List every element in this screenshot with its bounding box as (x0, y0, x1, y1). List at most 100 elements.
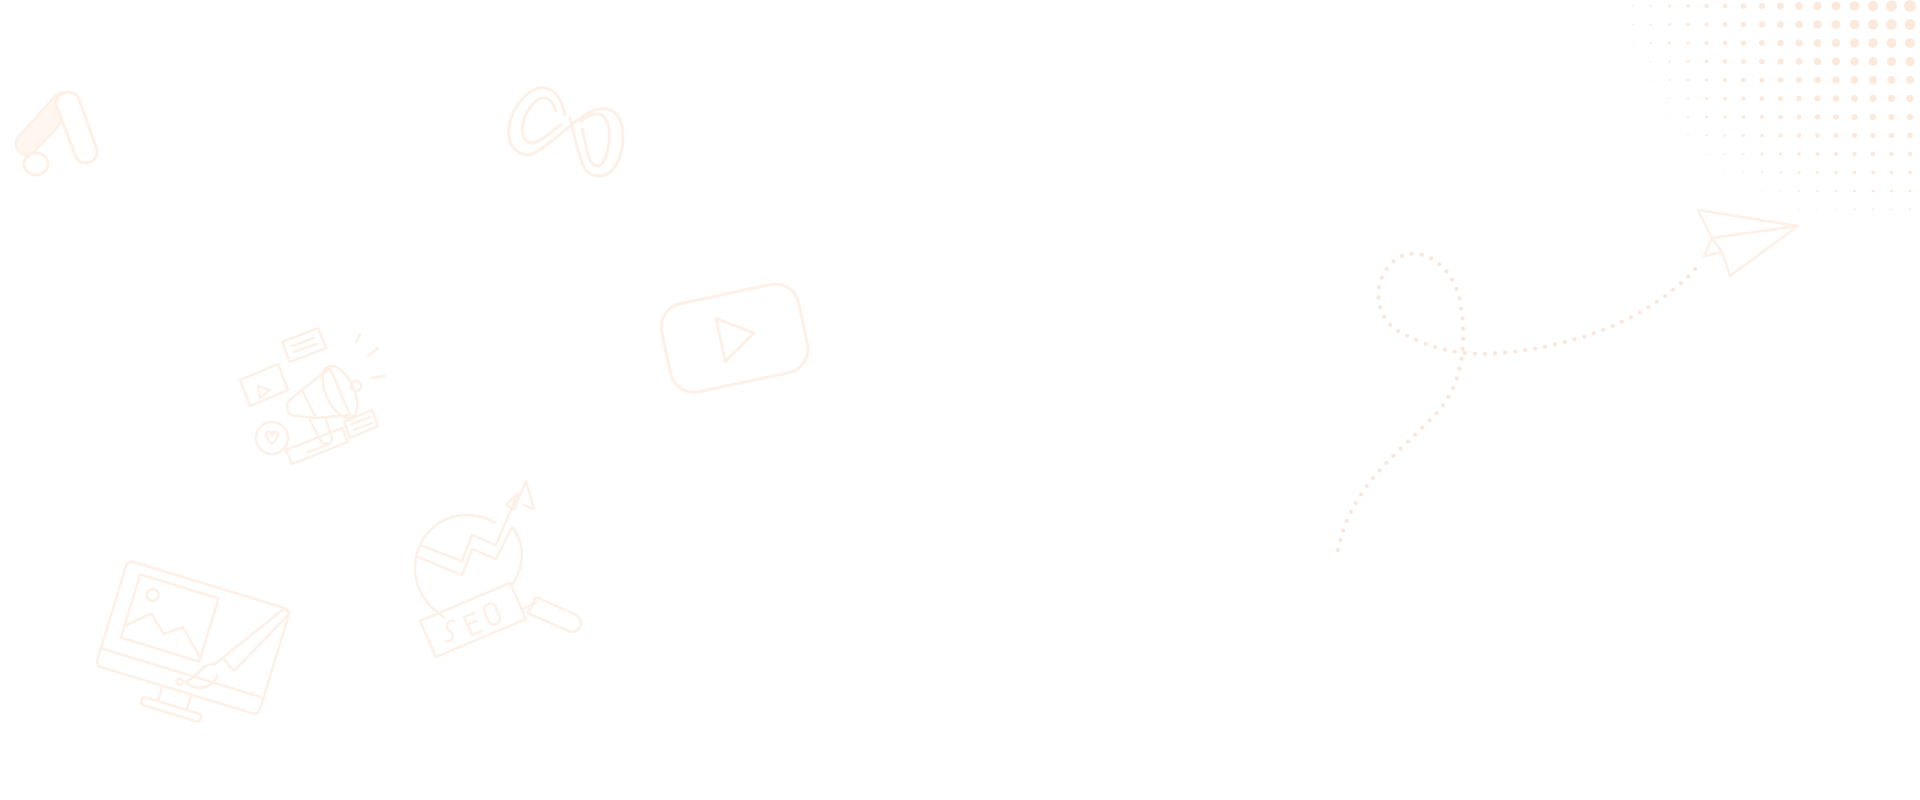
halftone-dot (1870, 151, 1876, 157)
halftone-dot (1668, 116, 1671, 118)
halftone-dot (1887, 75, 1896, 85)
seo-growth-icon (400, 485, 620, 695)
halftone-dot (1777, 21, 1784, 28)
halftone-dot (1724, 171, 1726, 174)
halftone-dot (1813, 20, 1822, 29)
halftone-dot (1795, 76, 1803, 84)
halftone-dot (1853, 208, 1856, 211)
halftone-dot (1777, 2, 1784, 10)
halftone-dot (1740, 21, 1747, 28)
halftone-dot (1852, 170, 1857, 175)
halftone-dot (1740, 58, 1747, 65)
halftone-dot (1759, 77, 1765, 83)
halftone-dot (1740, 40, 1747, 46)
halftone-dot (1742, 152, 1745, 156)
halftone-dot (1742, 171, 1745, 174)
halftone-dot (1668, 23, 1671, 26)
halftone-dot (1741, 96, 1746, 101)
halftone-dot (1851, 132, 1858, 139)
halftone-dot (1741, 77, 1746, 83)
halftone-dot (1908, 170, 1912, 175)
halftone-dot (1908, 208, 1912, 211)
halftone-dot (1705, 134, 1708, 137)
halftone-dot (1816, 189, 1819, 193)
halftone-dot (1853, 189, 1856, 193)
halftone-dot (1758, 21, 1766, 28)
halftone-dot (1904, 0, 1916, 12)
halftone-dot (1904, 37, 1916, 49)
halftone-dot (1832, 76, 1840, 84)
meta-infinity-icon (500, 70, 650, 190)
halftone-dot (1668, 41, 1671, 45)
dotted-flight-trail (1320, 200, 1800, 560)
halftone-dot (1649, 4, 1653, 8)
halftone-dot (1871, 170, 1875, 175)
halftone-dot (1834, 170, 1838, 175)
halftone-dot (1851, 95, 1858, 102)
halftone-dot (1779, 171, 1782, 174)
halftone-dot (1814, 114, 1821, 120)
halftone-dot (1814, 76, 1821, 84)
halftone-dot (1741, 115, 1746, 119)
halftone-dot (1723, 134, 1727, 137)
halftone-dot (1686, 78, 1690, 82)
halftone-dot (1777, 95, 1784, 102)
halftone-dot (1686, 4, 1690, 8)
halftone-dot (1869, 94, 1877, 103)
halftone-dot (1815, 170, 1820, 175)
halftone-dot (1758, 2, 1766, 10)
halftone-dot (1760, 133, 1764, 138)
halftone-dot (1906, 113, 1914, 121)
halftone-dot (1889, 170, 1894, 175)
halftone-dot (1831, 38, 1841, 48)
halftone-dot (1904, 19, 1916, 30)
halftone-dot (1668, 60, 1671, 63)
halftone-dot (1686, 97, 1690, 100)
halftone-dot (1705, 115, 1708, 119)
halftone-dot (1777, 77, 1784, 83)
halftone-dot (1650, 42, 1652, 44)
halftone-dot (1779, 190, 1782, 192)
halftone-dot (1686, 59, 1690, 64)
halftone-dot (1798, 208, 1800, 211)
halftone-dot (1890, 208, 1893, 211)
halftone-dot (1795, 2, 1803, 10)
halftone-dot (1813, 39, 1822, 47)
halftone-dot (1908, 189, 1912, 193)
halftone-dot (1668, 4, 1671, 8)
halftone-dot (1796, 133, 1802, 138)
halftone-dot (1816, 208, 1819, 211)
halftone-dot (1778, 152, 1783, 156)
halftone-dot (1850, 57, 1859, 66)
halftone-dot (1631, 5, 1634, 7)
halftone-dot (1704, 22, 1709, 27)
halftone-dot (1722, 59, 1728, 64)
halftone-dot (1833, 151, 1839, 157)
paper-plane-icon (1690, 200, 1810, 300)
halftone-dot (1650, 79, 1652, 81)
halftone-dot (1850, 76, 1859, 84)
halftone-dot (1758, 39, 1766, 47)
halftone-dot (1813, 1, 1822, 11)
halftone-dot (1724, 153, 1726, 155)
halftone-dot (1777, 39, 1784, 47)
halftone-dot (1835, 208, 1837, 211)
halftone-dot (1869, 76, 1877, 84)
halftone-dot (1849, 1, 1860, 11)
halftone-dot (1686, 22, 1690, 27)
halftone-dot (1886, 38, 1897, 48)
halftone-dot (1704, 96, 1709, 101)
halftone-dot (1649, 23, 1653, 26)
halftone-dot (1796, 95, 1802, 102)
halftone-dot (1705, 153, 1708, 155)
halftone-dot (1797, 152, 1801, 156)
web-design-monitor-icon (85, 560, 305, 750)
halftone-dot (1833, 114, 1839, 120)
halftone-dot (1849, 19, 1860, 30)
halftone-dot (1759, 114, 1765, 120)
halftone-dot (1907, 132, 1913, 139)
halftone-dot (1759, 96, 1765, 101)
halftone-dot (1687, 116, 1689, 118)
halftone-dot (1849, 38, 1860, 48)
